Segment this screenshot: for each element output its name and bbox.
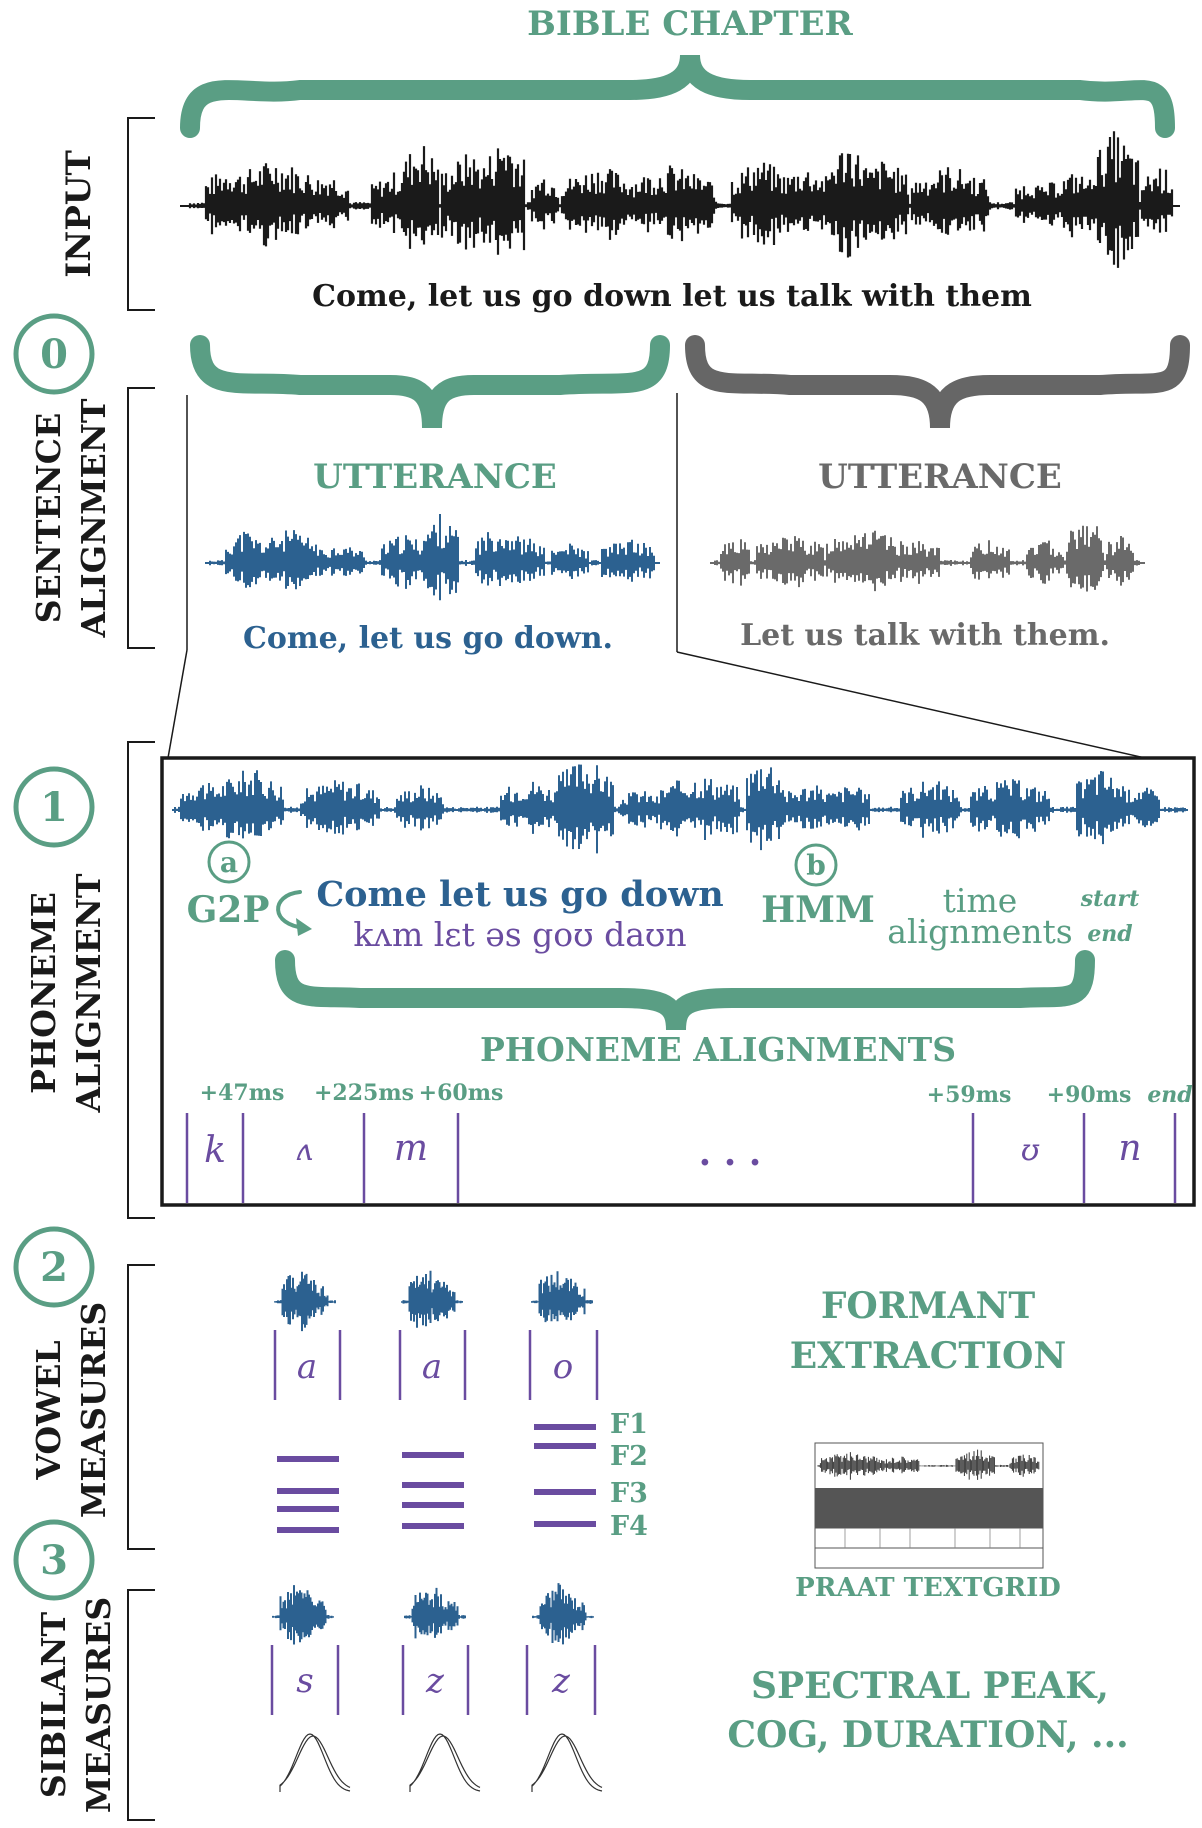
svg-text:0: 0 [40,331,68,378]
section-label-input: INPUT [59,150,99,278]
sibilant-segment-1: s [296,1661,313,1701]
hmm-label: HMM [761,889,875,931]
formant-label-f3: F3 [610,1478,648,1509]
sibilant-waveform-2 [404,1587,466,1639]
duration-m: +60ms [419,1080,504,1106]
svg-text:b: b [806,849,826,882]
section-label-sibilant: SIBILANT [34,1611,73,1798]
duration-u: +59ms [927,1082,1012,1108]
praat-label: PRAAT TEXTGRID [795,1573,1061,1603]
formant-label-f1: F1 [610,1409,648,1440]
step-badge-1: 1 [13,766,95,848]
utterance-waveform-1 [205,514,660,601]
phoneme-alignments-label: PHONEME ALIGNMENTS [480,1030,956,1069]
phoneme-alignment-box [160,756,1196,1207]
sibilant-heading-2: COG, DURATION, ... [727,1714,1128,1756]
praat-textgrid-image [814,1442,1044,1569]
section-label-sibilant-measures: MEASURES [79,1597,118,1813]
formant-bars [277,1424,596,1533]
utterance-brace-1 [190,335,670,429]
svg-text:3: 3 [40,1537,68,1584]
time-label: time [943,881,1018,920]
zoom-line-right [676,651,1146,759]
phoneme-sentence: Come let us go down [316,874,723,915]
sibilant-segment-3: z [551,1661,571,1701]
formant-label-f4: F4 [610,1511,648,1542]
curved-arrow-icon [276,890,307,930]
step-b-badge: b [794,843,838,887]
section-label-phoneme: PHONEME [24,892,63,1094]
zoom-line-left-2 [167,649,188,759]
section-label-phoneme-alignment: ALIGNMENT [69,873,108,1113]
utterance-brace-2 [685,335,1190,429]
utterance-label-1: UTTERANCE [313,457,557,497]
formant-heading-2: EXTRACTION [790,1335,1067,1377]
duration-v: +225ms [314,1080,414,1106]
bible-chapter-brace [180,54,1175,138]
step-badge-0: 0 [13,313,95,395]
segment-k: k [204,1130,226,1171]
spectrum-plot-3 [531,1733,603,1792]
segment-n: n [1118,1128,1141,1169]
bible-chapter-title: BIBLE CHAPTER [527,4,853,44]
sibilant-segment-2: z [425,1661,445,1701]
segment-ellipsis: . . . [699,1132,762,1174]
phoneme-alignment-bracket [127,741,155,1219]
alignments-label: alignments [887,912,1072,951]
vowel-measures-bracket [127,1264,155,1550]
curved-arrow-head [296,918,312,936]
formant-heading-1: FORMANT [821,1285,1036,1327]
utterance-waveform-2 [710,525,1145,592]
phoneme-alignments-brace [275,950,1095,1031]
svg-text:1: 1 [40,784,68,831]
step-a-badge: a [207,840,251,884]
utterance-label-2: UTTERANCE [818,457,1062,497]
svg-text:a: a [220,846,238,879]
phoneme-ipa: kʌm lɛt əs goʊ daʊn [353,915,686,954]
g2p-label: G2P [187,889,270,931]
start-label: start [1080,886,1140,912]
sibilant-waveform-3 [532,1583,594,1645]
segment-m: m [394,1128,428,1169]
spectrum-plot-2 [409,1733,481,1792]
vowel-waveform-1 [274,1271,336,1332]
sibilant-waveform-1 [272,1585,334,1645]
sibilant-measures-bracket [127,1589,155,1821]
vowel-segment-1: a [297,1347,317,1387]
section-label-alignment: ALIGNMENT [74,398,113,638]
vowel-segment-3: o [553,1347,573,1387]
segment-v: ʌ [296,1133,313,1168]
step-badge-3: 3 [13,1519,95,1601]
input-transcript: Come, let us go down let us talk with th… [312,279,1032,314]
sibilant-heading-1: SPECTRAL PEAK, [751,1665,1109,1707]
sentence-alignment-bracket [127,387,155,649]
section-label-vowel: VOWEL [29,1340,68,1480]
sibilant-boundaries [270,1645,597,1715]
section-label-sentence: SENTENCE [29,413,68,623]
vowel-waveform-2 [401,1270,463,1328]
input-bracket [127,117,155,311]
section-label-vowel-measures: MEASURES [74,1302,113,1518]
duration-k: +47ms [200,1080,285,1106]
phoneme-waveform [172,764,1188,854]
duration-end: end [1147,1082,1192,1108]
duration-n: +90ms [1047,1082,1132,1108]
utterance-text-1: Come, let us go down. [243,621,613,656]
svg-text:2: 2 [40,1244,68,1291]
segment-boundaries [185,1113,1177,1203]
segment-u: ʊ [1021,1133,1040,1168]
input-waveform [180,131,1180,268]
step-badge-2: 2 [13,1226,95,1308]
spectrum-plot-1 [279,1733,351,1792]
vowel-waveform-3 [531,1271,593,1323]
vowel-segment-2: a [422,1347,442,1387]
end-label: end [1087,921,1132,947]
vowel-boundaries [273,1330,599,1400]
utterance-text-2: Let us talk with them. [740,618,1110,653]
formant-label-f2: F2 [610,1441,648,1472]
